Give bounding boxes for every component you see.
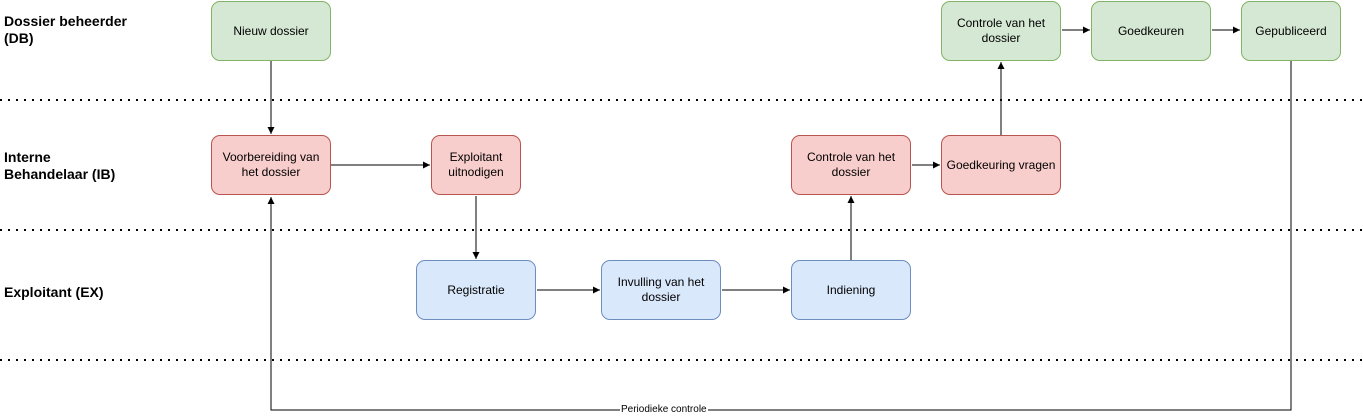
node-label: Controle van het dossier bbox=[956, 16, 1046, 45]
lane-label-line: Interne bbox=[4, 149, 51, 165]
node-nieuw-dossier[interactable]: Nieuw dossier bbox=[211, 1, 331, 61]
lane-label-line: Behandelaar (IB) bbox=[4, 166, 116, 182]
node-voorbereiding-van-het-dossier[interactable]: Voorbereiding van het dossier bbox=[211, 135, 331, 195]
node-registratie[interactable]: Registratie bbox=[416, 260, 536, 320]
lane-label-line: (DB) bbox=[4, 30, 34, 46]
node-label: Voorbereiding van het dossier bbox=[222, 150, 320, 179]
lane-label-dossier-beheerder: Dossier beheerder (DB) bbox=[4, 13, 204, 47]
node-label: Exploitant uitnodigen bbox=[448, 150, 504, 179]
node-label: Registratie bbox=[447, 282, 505, 297]
node-gepubliceerd[interactable]: Gepubliceerd bbox=[1241, 1, 1341, 61]
node-invulling-van-het-dossier[interactable]: Invulling van het dossier bbox=[601, 260, 721, 320]
node-label: Invulling van het dossier bbox=[617, 275, 705, 304]
node-label: Indiening bbox=[826, 282, 876, 297]
lane-label-line: Dossier beheerder bbox=[4, 13, 127, 29]
node-indiening[interactable]: Indiening bbox=[791, 260, 911, 320]
node-label: Controle van het dossier bbox=[806, 150, 896, 179]
node-label: Goedkeuring vragen bbox=[946, 157, 1056, 172]
edge-label-periodieke-controle: Periodieke controle bbox=[620, 404, 708, 416]
node-goedkeuren[interactable]: Goedkeuren bbox=[1091, 1, 1211, 61]
lane-label-interne-behandelaar: Interne Behandelaar (IB) bbox=[4, 149, 204, 183]
lane-label-line: Exploitant (EX) bbox=[4, 284, 104, 300]
node-goedkeuring-vragen[interactable]: Goedkeuring vragen bbox=[941, 135, 1061, 195]
edge-periodieke-controle bbox=[267, 61, 1292, 411]
lane-label-exploitant: Exploitant (EX) bbox=[4, 284, 204, 301]
node-label: Goedkeuren bbox=[1117, 23, 1185, 38]
node-ib-controle-van-het-dossier[interactable]: Controle van het dossier bbox=[791, 135, 911, 195]
node-db-controle-van-het-dossier[interactable]: Controle van het dossier bbox=[941, 1, 1061, 61]
node-exploitant-uitnodigen[interactable]: Exploitant uitnodigen bbox=[431, 135, 521, 195]
node-label: Nieuw dossier bbox=[233, 23, 309, 38]
node-label: Gepubliceerd bbox=[1255, 23, 1327, 38]
